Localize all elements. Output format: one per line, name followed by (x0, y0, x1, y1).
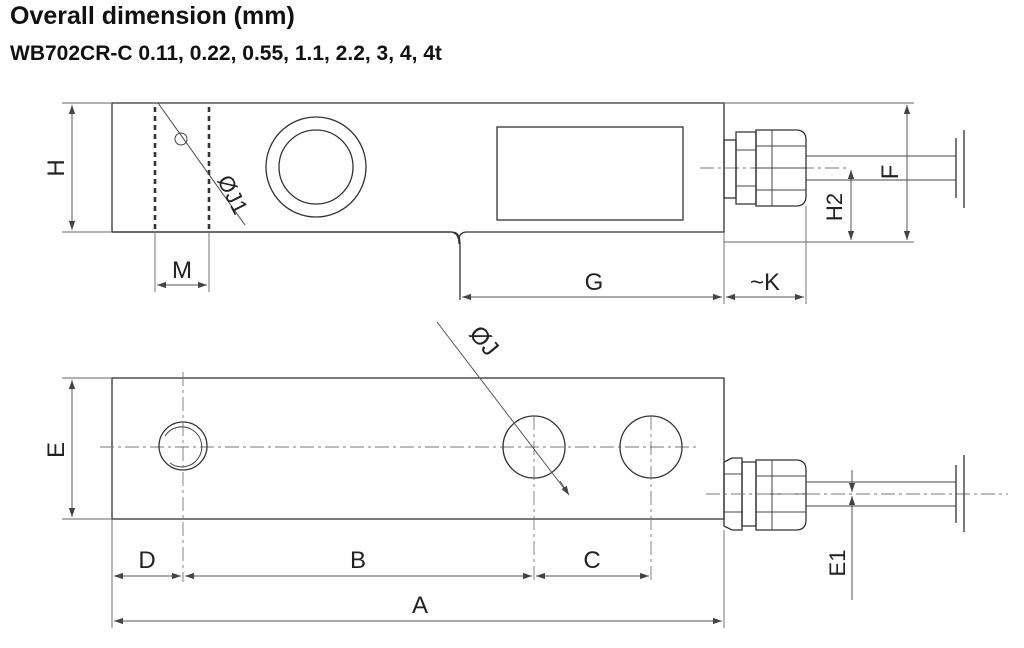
f-label: F (877, 165, 904, 180)
model-capacity-line: WB702CR-C 0.11, 0.22, 0.55, 1.1, 2.2, 3,… (10, 42, 442, 65)
drawing-title: Overall dimension (mm) (10, 2, 295, 30)
h-label: H (43, 159, 70, 176)
top-view: ØJ E D B C (43, 321, 1008, 628)
g-label: G (585, 269, 604, 296)
side-view-step (112, 231, 461, 300)
top-view-body-outline (111, 377, 725, 520)
load-ring-inner (278, 129, 354, 205)
c-label: C (583, 547, 600, 574)
side-gland-flange (723, 139, 737, 199)
label-plate (496, 126, 684, 221)
j-leader-arrow (559, 480, 570, 496)
load-ring-outer (265, 116, 367, 218)
side-view-body-outline (111, 102, 725, 245)
a-label: A (412, 592, 428, 619)
top-gland-flange (723, 457, 743, 531)
j-leader-line (436, 321, 567, 492)
j1-hole-marker (174, 132, 188, 146)
m-label: M (172, 257, 192, 284)
side-cable-gland (723, 129, 965, 208)
e-label: E (43, 442, 70, 458)
k-label: ~K (750, 269, 780, 296)
d-label: D (138, 547, 155, 574)
b-label: B (350, 547, 366, 574)
side-gland-body (755, 129, 807, 207)
top-cable-gland (706, 455, 1008, 532)
j1-leader-line (157, 102, 246, 226)
e1-label: E1 (825, 550, 850, 577)
top-gland-body (755, 459, 807, 531)
side-view: H M ØJ1 G ~K H2 F (43, 102, 965, 304)
h2-label: H2 (822, 193, 847, 221)
j1-label: ØJ1 (212, 171, 253, 218)
j-label: ØJ (464, 321, 504, 362)
